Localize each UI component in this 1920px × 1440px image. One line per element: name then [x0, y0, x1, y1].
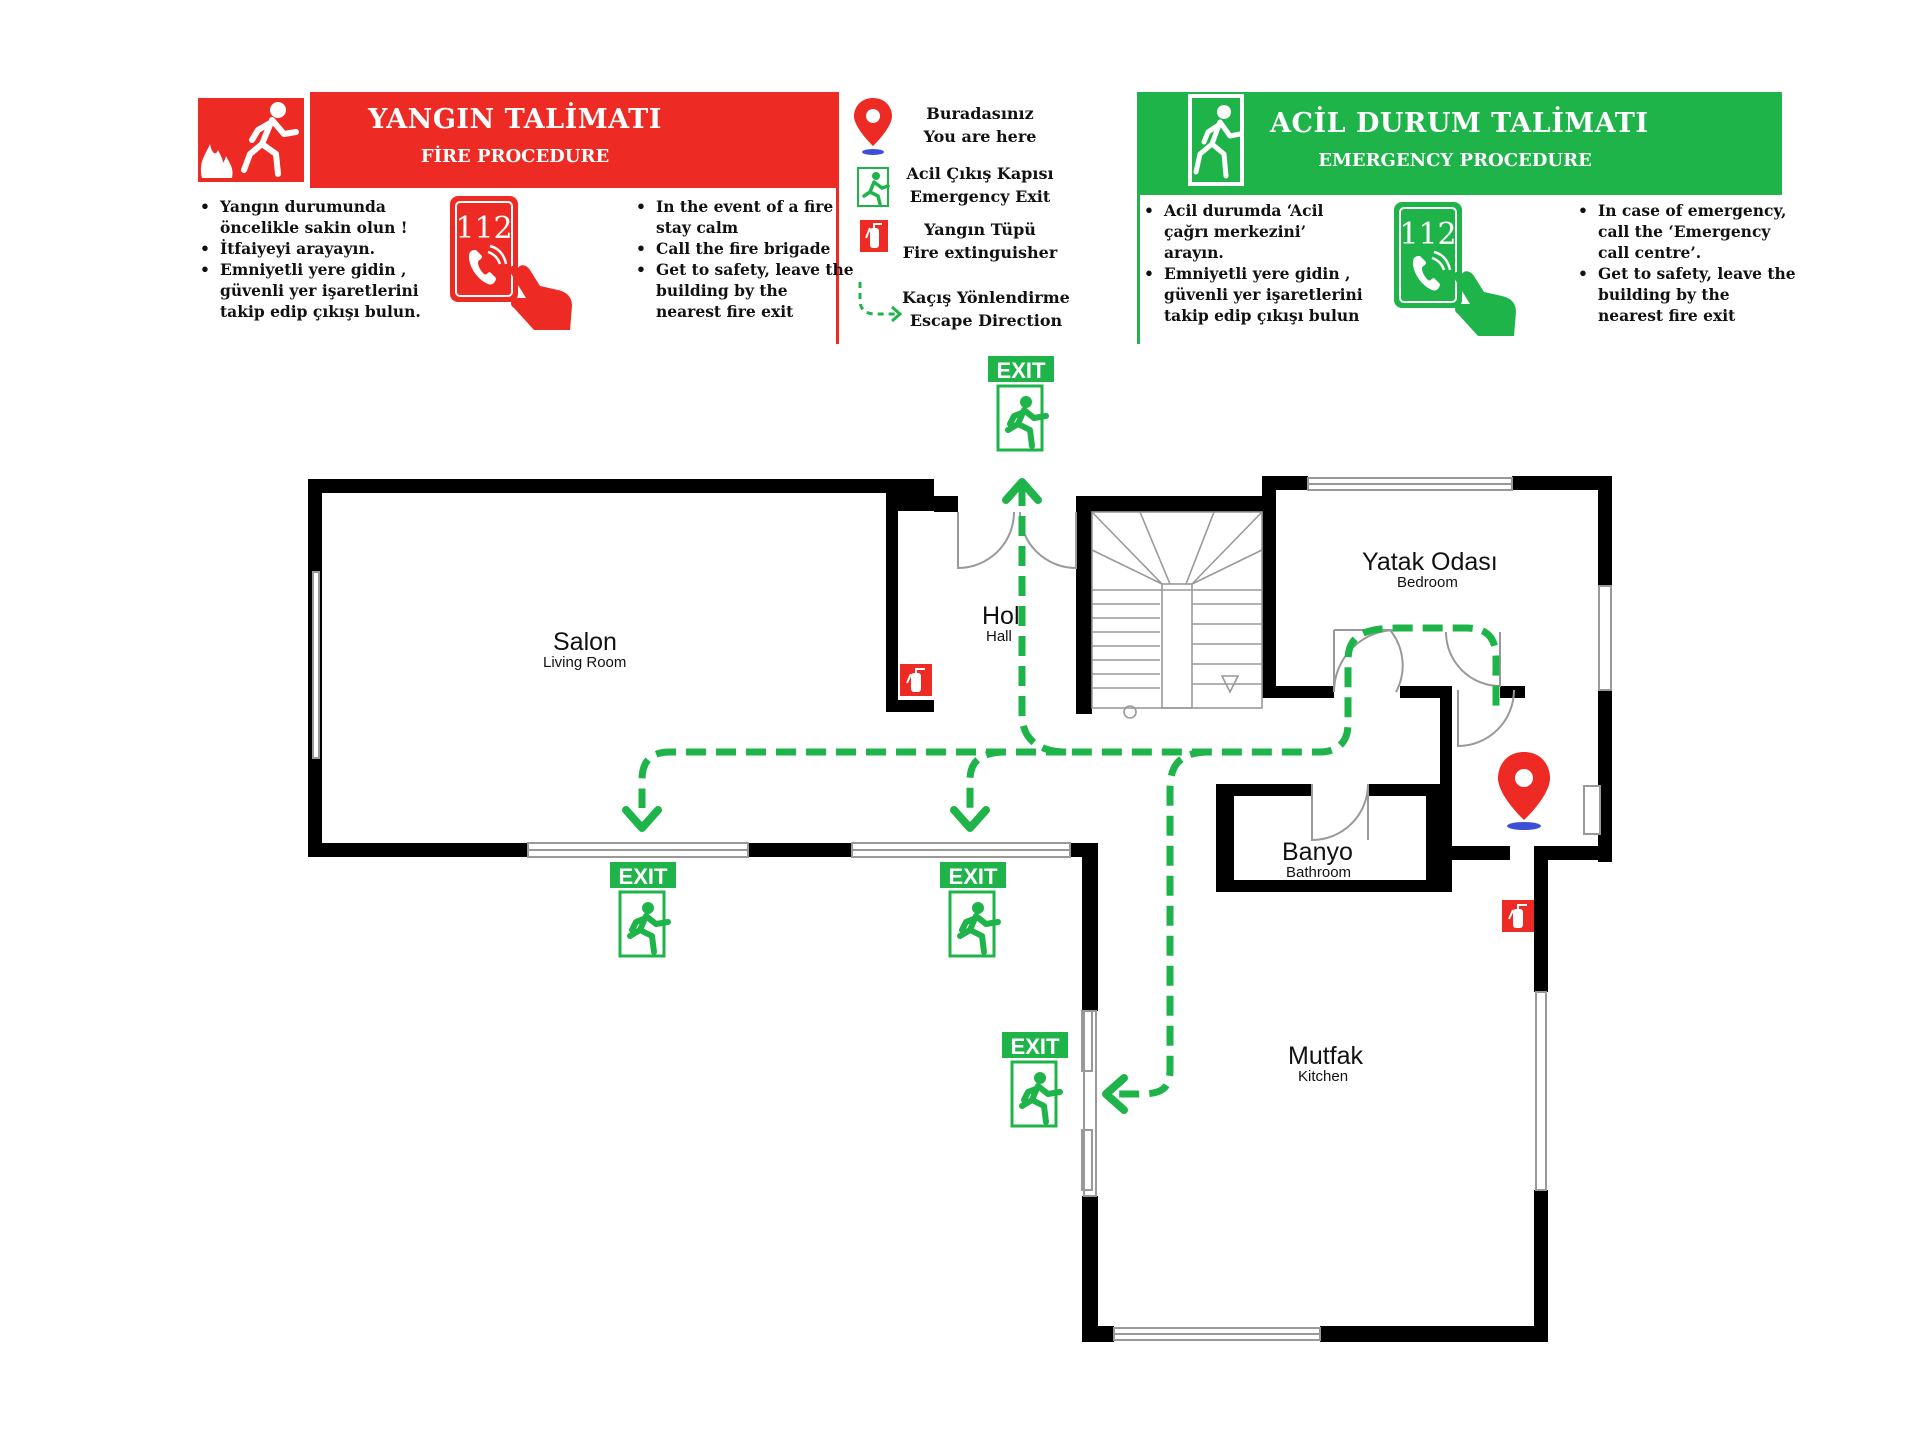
fire-extinguisher-icon-hall [899, 663, 933, 697]
list-item: Get to safety, leave the building by the… [636, 259, 856, 322]
exit-label-top: EXIT [997, 358, 1046, 383]
fire-extinguisher-icon-kitchen [1501, 899, 1535, 933]
emergency-procedure-title: ACİL DURUM TALİMATI [1270, 108, 1649, 139]
exit-arrow-down-center [950, 806, 990, 832]
you-are-here-pin-icon [1498, 752, 1550, 830]
list-item: In the event of a fire stay calm [636, 196, 856, 238]
emergency-procedure-banner [1137, 92, 1782, 195]
emergency-panel-border [1137, 92, 1140, 344]
emergency-running-person-icon [1180, 92, 1252, 192]
room-yatak-label: Yatak Odası [1362, 548, 1498, 576]
escape-arrowheads [622, 478, 1128, 1114]
emergency-phone-112-icon: 112 [1392, 200, 1522, 340]
list-item: İtfaiyeyi arayayın. [200, 238, 440, 259]
exit-label-living-right: EXIT [949, 864, 998, 889]
emergency-phone-number: 112 [1399, 217, 1456, 252]
emergency-exit-icon [857, 167, 890, 207]
emergency-instructions-tr: Acil durumda ‘Acil çağrı merkezini’ aray… [1142, 200, 1364, 326]
escape-arrow-icon [858, 282, 903, 323]
escape-routes [638, 486, 1500, 1098]
emergency-instructions-en: In case of emergency, call the ‘Emergenc… [1576, 200, 1798, 326]
fire-procedure-title: YANGIN TALİMATI [368, 104, 662, 135]
location-pin-icon [854, 98, 892, 155]
fire-instructions-tr: Yangın durumunda öncelikle sakin olun ! … [198, 196, 440, 322]
room-salon-label: Salon [553, 628, 617, 656]
room-hol-sublabel: Hall [986, 628, 1012, 645]
exit-arrow-left [1102, 1074, 1128, 1114]
list-item: In case of emergency, call the ‘Emergenc… [1578, 200, 1798, 263]
list-item: Get to safety, leave the building by the… [1578, 263, 1798, 326]
fire-phone-number: 112 [455, 211, 512, 246]
exit-arrow-down-left [622, 806, 662, 832]
room-yatak-sublabel: Bedroom [1397, 574, 1458, 591]
list-item: Emniyetli yere gidin , güvenli yer işare… [1144, 263, 1364, 326]
room-hol-label: Hol [982, 602, 1020, 630]
room-mutfak-label: Mutfak [1288, 1042, 1364, 1070]
room-mutfak-sublabel: Kitchen [1298, 1068, 1349, 1085]
staircase [1091, 511, 1263, 719]
exit-arrow-up [1002, 478, 1042, 504]
exit-label-living-left: EXIT [619, 864, 668, 889]
room-salon-sublabel: Living Room [543, 654, 627, 671]
fire-procedure-subtitle: FİRE PROCEDURE [420, 146, 610, 167]
fire-phone-112-icon: 112 [448, 194, 578, 334]
fire-instructions-en: In the event of a fire stay calm Call th… [634, 196, 856, 322]
room-banyo-label: Banyo [1282, 838, 1353, 866]
exit-label-kitchen: EXIT [1011, 1034, 1060, 1059]
room-banyo-sublabel: Bathroom [1286, 864, 1352, 881]
emergency-procedure-subtitle: EMERGENCY PROCEDURE [1318, 150, 1592, 171]
fire-running-person-icon [192, 92, 310, 188]
fire-extinguisher-icon [860, 220, 888, 252]
list-item: Call the fire brigade [636, 238, 856, 259]
list-item: Emniyetli yere gidin , güvenli yer işare… [200, 259, 440, 322]
list-item: Acil durumda ‘Acil çağrı merkezini’ aray… [1144, 200, 1364, 263]
list-item: Yangın durumunda öncelikle sakin olun ! [200, 196, 440, 238]
